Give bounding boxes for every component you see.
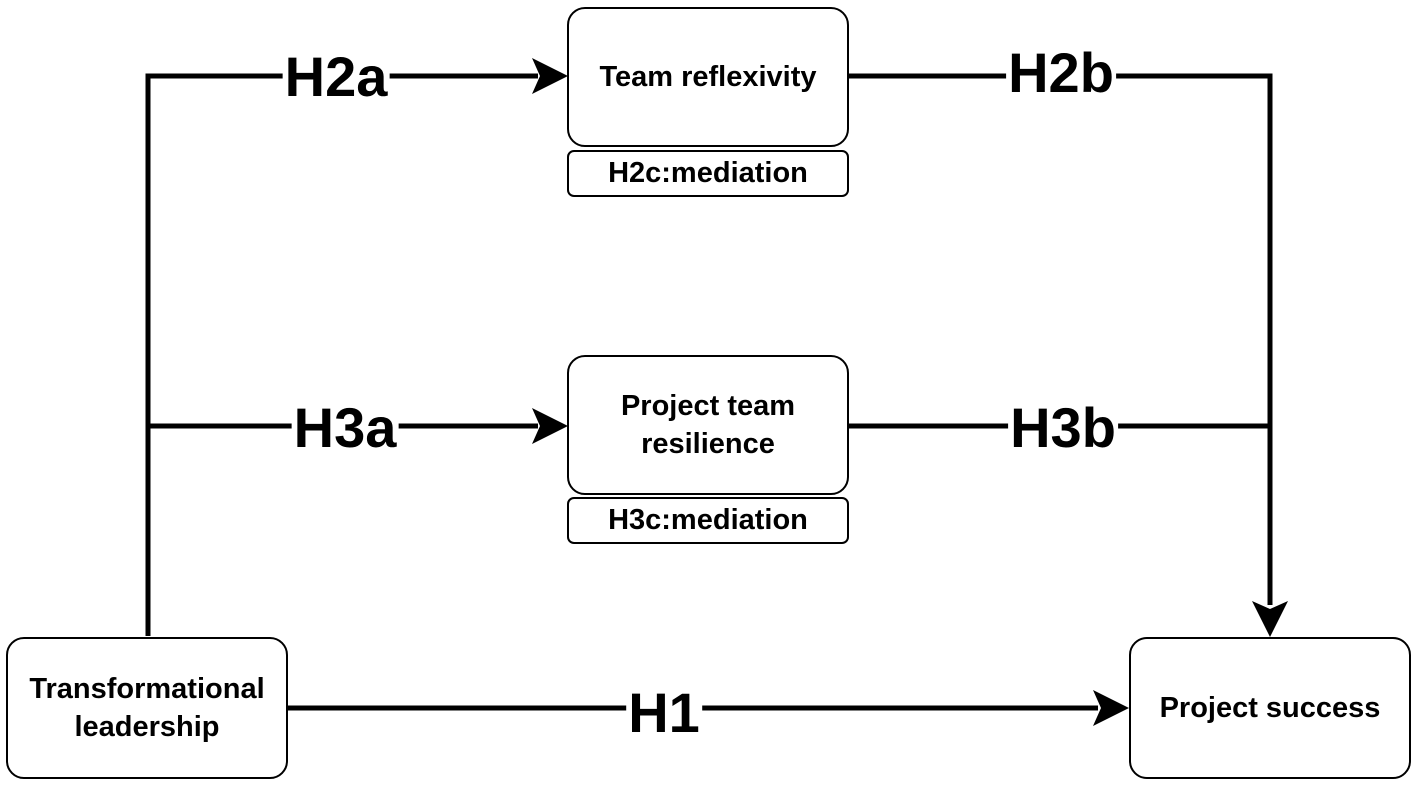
connector-trunk-left	[145, 73, 538, 636]
arrowhead-project-success	[1252, 601, 1288, 637]
edge-label-h2a: H2a	[282, 45, 390, 108]
arrowhead-h3a	[532, 408, 568, 444]
edge-label-h1: H1	[626, 681, 702, 744]
connector-h2b	[848, 73, 1273, 605]
tag-h3c-mediation: H3c:mediation	[567, 497, 849, 544]
edge-label-h2b: H2b	[1006, 41, 1116, 104]
edge-label-h3a: H3a	[291, 396, 399, 459]
node-project-team-resilience: Project team resilience	[567, 355, 849, 495]
node-project-success: Project success	[1129, 637, 1411, 779]
node-team-reflexivity: Team reflexivity	[567, 7, 849, 147]
edge-label-h3b: H3b	[1008, 396, 1118, 459]
arrowhead-h1	[1093, 690, 1129, 726]
arrowhead-h2a	[532, 58, 568, 94]
tag-h2c-mediation: H2c:mediation	[567, 150, 849, 197]
node-transformational-leadership: Transformational leadership	[6, 637, 288, 779]
